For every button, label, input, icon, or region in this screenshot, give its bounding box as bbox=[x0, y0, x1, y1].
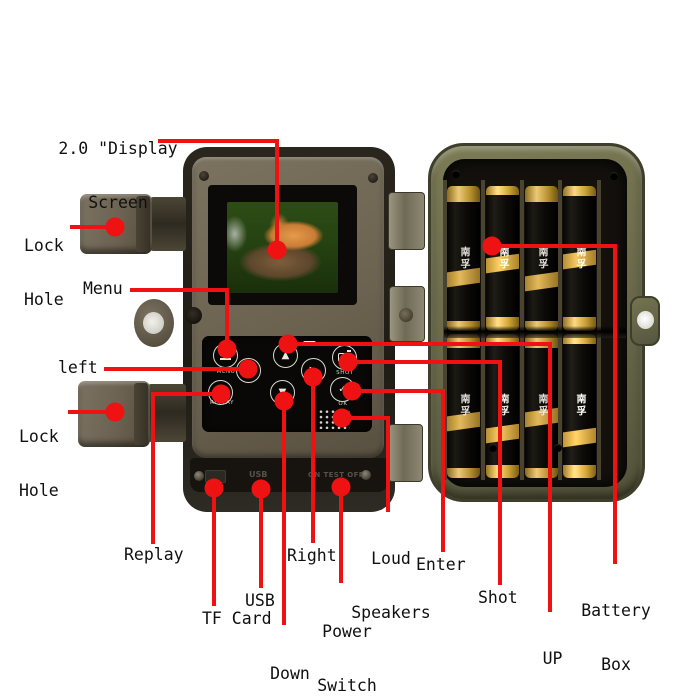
battery-cap bbox=[447, 468, 480, 478]
battery-cap bbox=[525, 468, 558, 478]
interior-screw bbox=[452, 170, 460, 178]
battery-cap bbox=[447, 186, 480, 202]
menu-icon bbox=[220, 351, 231, 360]
label-down: Down (Photo Mode) bbox=[270, 664, 310, 683]
battery-brand-text: 南孚 bbox=[574, 393, 585, 418]
battery-cap bbox=[563, 465, 596, 478]
label-display-screen: 2.0 "Display Screen bbox=[58, 139, 178, 212]
label-up: UP (Record Mode) bbox=[542, 649, 563, 668]
replay-icon: ▶ bbox=[215, 387, 224, 398]
battery-cap bbox=[525, 186, 558, 202]
battery: 南孚 bbox=[447, 186, 480, 331]
battery-brand-text: 南孚 bbox=[497, 393, 508, 418]
ok-check-icon: ✓ bbox=[338, 384, 347, 395]
hinge-knuckle bbox=[388, 192, 425, 250]
battery-cap bbox=[486, 465, 519, 478]
label-left: left bbox=[58, 358, 98, 377]
battery: 南孚 bbox=[486, 186, 519, 331]
label-lock-hole-top: Lock Hole bbox=[24, 236, 64, 309]
faceplate-screw bbox=[368, 173, 378, 183]
battery-brand-text: 南孚 bbox=[574, 246, 585, 271]
up-arrow-icon: ▲ bbox=[281, 350, 290, 361]
hinge-screw bbox=[399, 308, 413, 322]
battery: 南孚 bbox=[563, 186, 596, 331]
left-arrow-icon: ◀ bbox=[244, 365, 253, 376]
shot-camera-icon bbox=[338, 350, 351, 362]
tf-card-slot bbox=[205, 470, 226, 483]
label-shot: Shot bbox=[478, 588, 518, 607]
label-right: Right bbox=[287, 546, 337, 565]
replay-button-label: REPLAY bbox=[209, 400, 235, 406]
battery-brand-text: 南孚 bbox=[536, 393, 547, 418]
battery: 南孚 bbox=[486, 334, 519, 478]
battery: 南孚 bbox=[525, 186, 558, 331]
down-button: ▼ bbox=[270, 380, 295, 405]
up-button: ▲ bbox=[273, 343, 298, 368]
mounting-tab-hole bbox=[637, 311, 654, 329]
loud-speaker-holes bbox=[317, 408, 350, 429]
right-button: ▶ bbox=[301, 358, 326, 383]
ok-button: ✓ bbox=[330, 377, 355, 402]
battery: 南孚 bbox=[563, 334, 596, 478]
battery-gold-band bbox=[486, 423, 519, 444]
battery-gold-band bbox=[447, 267, 480, 288]
battery-brand-text: 南孚 bbox=[497, 246, 508, 271]
interior-screw bbox=[610, 172, 618, 180]
battery-gold-band bbox=[563, 427, 596, 448]
interior-screw bbox=[489, 444, 497, 452]
strip-screw bbox=[194, 471, 204, 481]
label-usb: USB bbox=[245, 591, 275, 610]
interior-screw bbox=[554, 444, 562, 452]
battery-cap bbox=[486, 186, 519, 195]
microphone-hole bbox=[185, 307, 202, 324]
latch-hinge-bottom bbox=[148, 384, 186, 442]
battery-brand-text: 南孚 bbox=[458, 393, 469, 418]
label-lock-hole-bottom: Lock Hole bbox=[19, 427, 59, 500]
lock-latch-top-bar bbox=[136, 196, 150, 252]
label-battery-box: Battery Box bbox=[581, 601, 651, 674]
label-loud-speakers: Loud Speakers bbox=[351, 549, 431, 622]
usb-port-label: USB bbox=[249, 470, 268, 479]
label-tf-card: TF Card bbox=[202, 609, 272, 628]
indicator-window bbox=[303, 341, 316, 346]
left-button: ◀ bbox=[236, 358, 261, 383]
battery: 南孚 bbox=[525, 334, 558, 478]
strap-lug-hole bbox=[143, 312, 164, 334]
power-switch-label: ON TEST OFF bbox=[308, 471, 364, 479]
down-arrow-icon: ▼ bbox=[278, 387, 287, 398]
lock-latch-bottom-bar bbox=[134, 383, 148, 445]
battery-cap bbox=[563, 186, 596, 196]
ok-button-label: OK bbox=[338, 401, 348, 407]
right-arrow-icon: ▶ bbox=[309, 365, 318, 376]
display-screen-image bbox=[227, 202, 338, 293]
shot-button bbox=[332, 345, 357, 370]
menu-button bbox=[213, 343, 238, 368]
faceplate-screw bbox=[199, 171, 209, 181]
battery-brand-text: 南孚 bbox=[536, 246, 547, 271]
battery-brand-text: 南孚 bbox=[458, 246, 469, 271]
label-menu: Menu bbox=[83, 279, 123, 298]
hinge-knuckle bbox=[388, 424, 423, 482]
battery-gold-band bbox=[525, 271, 558, 292]
label-enter: Enter bbox=[416, 555, 466, 574]
menu-button-label: MENU bbox=[216, 369, 236, 375]
replay-icon-bar bbox=[224, 388, 226, 397]
battery: 南孚 bbox=[447, 334, 480, 478]
label-power-switch: Power Switch bbox=[317, 622, 377, 695]
battery-row-divider bbox=[444, 326, 626, 338]
shot-button-label: SHOT bbox=[336, 370, 354, 376]
label-replay: Replay bbox=[124, 545, 184, 564]
